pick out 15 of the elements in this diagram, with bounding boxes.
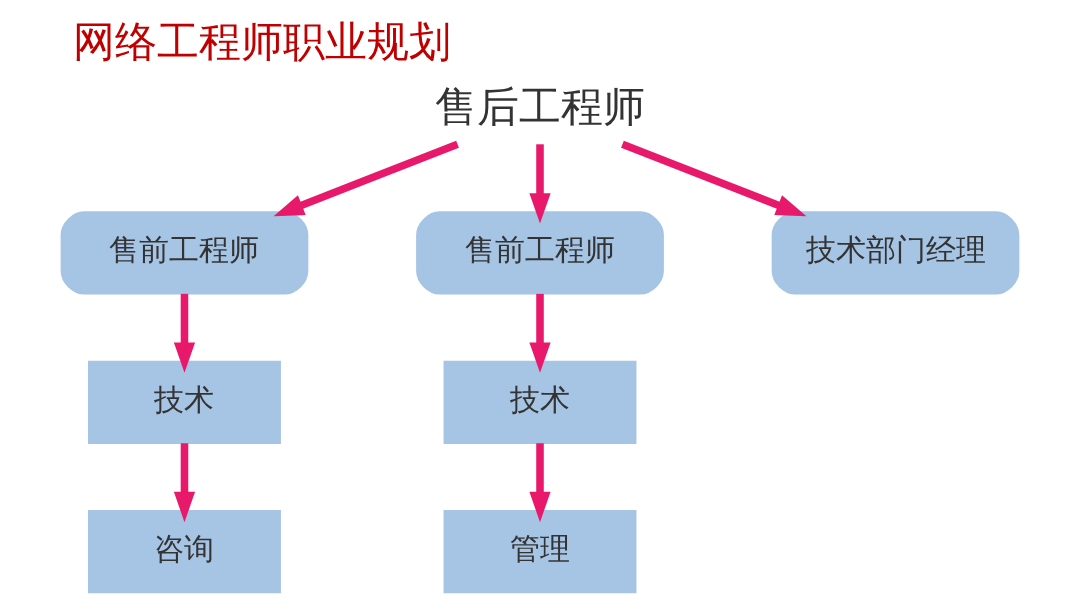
arrow [173,293,196,373]
node-box: 管理 [443,510,637,594]
node-box: 技术 [443,360,637,444]
node-box: 售前工程师 [60,211,309,295]
arrow [529,293,551,373]
diagram-title: 网络工程师职业规划 [73,17,452,67]
arrow [173,443,196,523]
arrow [529,443,551,523]
node-box: 技术部门经理 [771,211,1020,295]
arrow [621,140,807,217]
arrow [273,140,459,217]
node-box: 咨询 [88,510,281,594]
node-box: 售前工程师 [416,211,664,295]
node-box: 技术 [88,360,281,444]
node-text: 售后工程师 [435,81,645,131]
